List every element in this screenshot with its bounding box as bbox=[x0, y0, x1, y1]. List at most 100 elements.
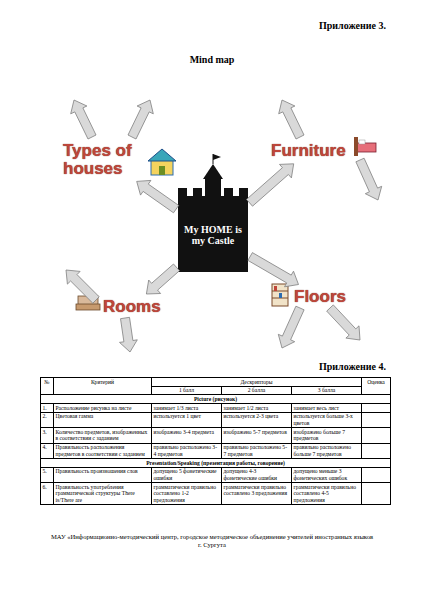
cell-text: Цветовая гамма bbox=[56, 413, 94, 419]
table-cell: № bbox=[41, 378, 54, 395]
cell-text: изображено 5-7 предметов bbox=[224, 429, 287, 435]
table-cell: занимает 1/2 листа bbox=[222, 404, 292, 413]
cell-text: 1. bbox=[43, 405, 47, 411]
cell-text: Количество предметов, изображенных в соо… bbox=[56, 429, 148, 442]
table-cell: допущено меньше 3 фонетических ошибок bbox=[292, 467, 362, 482]
block-arrow bbox=[146, 264, 179, 294]
bed-pillow bbox=[359, 140, 365, 144]
outward-arrow bbox=[120, 317, 138, 352]
battlement bbox=[193, 188, 202, 198]
table-cell: занимает весь лист bbox=[292, 404, 362, 413]
table-cell bbox=[362, 428, 391, 443]
table-cell: Критерий bbox=[54, 378, 152, 395]
bed-head bbox=[354, 137, 358, 156]
cell-text: 3. bbox=[43, 429, 47, 435]
outward-arrow bbox=[278, 306, 304, 348]
bed-icon bbox=[354, 137, 376, 156]
block-arrow bbox=[248, 253, 299, 287]
cell-text: 6. bbox=[43, 484, 47, 490]
outward-arrow bbox=[66, 270, 99, 303]
table-cell: Количество предметов, изображенных в соо… bbox=[54, 428, 152, 443]
shelf-book bbox=[274, 286, 277, 291]
table-cell bbox=[362, 483, 391, 505]
cell-text: изображено 3-4 предмета bbox=[154, 429, 214, 435]
table-cell: правильно расположено больше 7 предметов bbox=[292, 443, 362, 458]
node-text: Floors bbox=[294, 288, 346, 306]
topic-node: Floors bbox=[291, 286, 349, 308]
table-cell: правильно расположено 3-4 предметов bbox=[152, 443, 222, 458]
table-cell: Правильность расположения предметов в со… bbox=[54, 443, 152, 458]
table-cell: Picture (рисунок) bbox=[41, 395, 391, 404]
table-cell bbox=[362, 467, 391, 482]
table-cell: 3. bbox=[41, 428, 54, 443]
outward-arrow bbox=[327, 305, 360, 340]
cell-text: 5. bbox=[43, 468, 47, 474]
cell-text: Presentation/Speaking (презентация работ… bbox=[146, 460, 285, 466]
sofa-seat bbox=[76, 304, 100, 310]
cell-text: № bbox=[44, 379, 49, 385]
table-cell: допущено 5 фонетические ошибки bbox=[152, 467, 222, 482]
table-cell: 1. bbox=[41, 404, 54, 413]
table-cell: грамматически правильно составлено 3 пре… bbox=[222, 483, 292, 505]
cell-text: Оценка bbox=[367, 379, 385, 385]
node-text: Types of houses bbox=[63, 142, 149, 178]
table-cell bbox=[362, 412, 391, 427]
node-text: Rooms bbox=[103, 298, 161, 316]
bed-body bbox=[356, 143, 376, 152]
tower-roof bbox=[203, 164, 223, 179]
table-cell: грамматически правильно составлено 4-5 п… bbox=[292, 483, 362, 505]
table-cell: 3 балла bbox=[292, 386, 362, 395]
table-cell: 2 балла bbox=[222, 386, 292, 395]
battlement bbox=[178, 188, 187, 198]
table-cell: 5. bbox=[41, 467, 54, 482]
cell-text: используется больше 3-х цветов bbox=[294, 413, 353, 426]
cell-text: используется 1 цвет bbox=[154, 413, 202, 419]
battlement bbox=[224, 188, 233, 198]
table-cell bbox=[362, 404, 391, 413]
footer-note: МАУ «Информационно-методический центр, г… bbox=[50, 533, 374, 549]
node-text: My HOME is my Castle bbox=[184, 224, 242, 247]
cell-text: занимает 1/3 листа bbox=[154, 405, 199, 411]
table-cell: Дескрипторы bbox=[152, 378, 362, 387]
topic-node: Rooms bbox=[100, 296, 164, 318]
table-cell: 2. bbox=[41, 412, 54, 427]
house-icon bbox=[148, 149, 176, 175]
house-roof bbox=[148, 149, 176, 161]
flag bbox=[213, 154, 221, 160]
battlement bbox=[239, 188, 248, 198]
table-cell: 1 балл bbox=[152, 386, 222, 395]
table-cell: изображено 5-7 предметов bbox=[222, 428, 292, 443]
table-cell: Presentation/Speaking (презентация работ… bbox=[41, 459, 391, 468]
cell-text: грамматически правильно составлено 3 пре… bbox=[224, 484, 287, 497]
shelf-icon bbox=[272, 284, 288, 306]
cell-text: 2. bbox=[43, 413, 47, 419]
appendix-heading: Приложение 3. bbox=[319, 20, 386, 31]
cell-text: допущено 4-3 фонетические ошибки bbox=[224, 468, 278, 481]
table-cell: используется 1 цвет bbox=[152, 412, 222, 427]
outward-arrow bbox=[128, 100, 153, 139]
castle-tower bbox=[205, 178, 221, 198]
house-door bbox=[159, 166, 165, 175]
table-cell: изображено больше 7 предметов bbox=[292, 428, 362, 443]
block-arrow bbox=[137, 180, 179, 212]
cell-text: Правильность расположения предметов в со… bbox=[56, 444, 145, 457]
castle-silhouette bbox=[178, 154, 248, 272]
cell-text: Расположение рисунка на листе bbox=[56, 405, 132, 411]
cell-text: занимает 1/2 листа bbox=[224, 405, 269, 411]
table-cell: 4. bbox=[41, 443, 54, 458]
table-cell: Расположение рисунка на листе bbox=[54, 404, 152, 413]
cell-text: Правильность употребления грамматической… bbox=[56, 484, 135, 503]
cell-text: правильно расположено 5-7 предметов bbox=[224, 444, 288, 457]
cell-text: правильно расположено 3-4 предметов bbox=[154, 444, 218, 457]
table-cell bbox=[362, 443, 391, 458]
table-cell: правильно расположено 5-7 предметов bbox=[222, 443, 292, 458]
cell-text: 1 балл bbox=[179, 387, 194, 393]
table-cell: Цветовая гамма bbox=[54, 412, 152, 427]
outward-arrow bbox=[356, 158, 382, 200]
block-arrow bbox=[247, 164, 294, 206]
table-cell: используется больше 3-х цветов bbox=[292, 412, 362, 427]
outward-arrow bbox=[71, 100, 96, 139]
